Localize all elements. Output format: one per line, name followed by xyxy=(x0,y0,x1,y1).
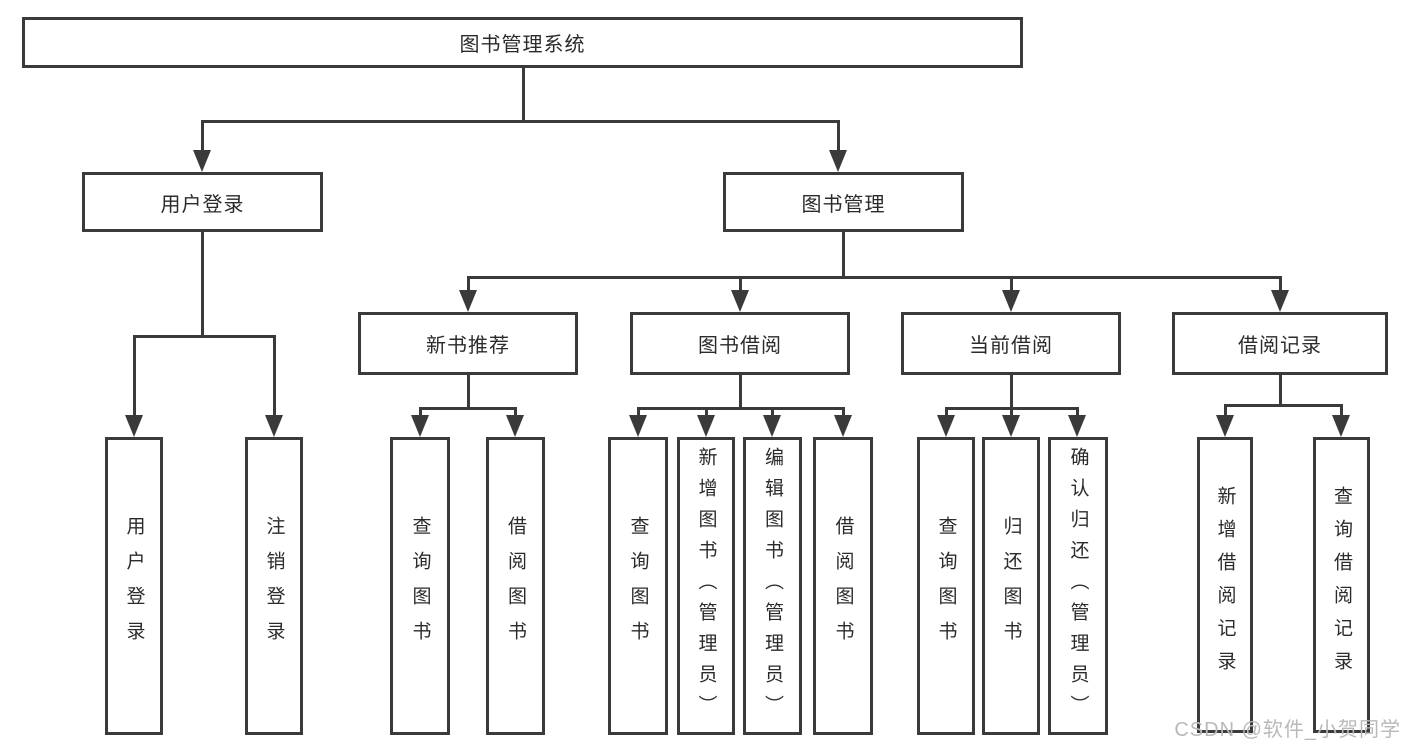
node-label: 图书借阅 xyxy=(698,335,782,357)
arrowhead-down-icon xyxy=(829,150,847,172)
arrowhead-down-icon xyxy=(125,415,143,437)
connector-line xyxy=(1010,276,1013,292)
connector-line xyxy=(1010,375,1013,408)
connector-line xyxy=(1224,404,1343,407)
arrowhead-down-icon xyxy=(459,290,477,312)
node-label: 新书推荐 xyxy=(426,335,510,357)
node-label: 图书管理系统 xyxy=(459,34,586,56)
connector-line xyxy=(201,120,840,123)
leaf-label: 查询图书 xyxy=(409,516,431,656)
node-book-management: 图书管理 xyxy=(723,172,964,232)
connector-line xyxy=(842,407,845,417)
connector-line xyxy=(133,335,136,417)
leaf-label: 注销登录 xyxy=(263,516,285,656)
node-current-borrowing: 当前借阅 xyxy=(901,312,1121,375)
connector-line xyxy=(1076,407,1079,417)
node-label: 当前借阅 xyxy=(969,335,1053,357)
connector-line xyxy=(201,232,204,335)
node-borrowing-records: 借阅记录 xyxy=(1172,312,1388,375)
leaf-logout: 注销登录 xyxy=(245,437,303,735)
connector-line xyxy=(842,232,845,276)
leaf-label: 用户登录 xyxy=(123,516,145,656)
node-book-borrowing: 图书借阅 xyxy=(630,312,850,375)
node-new-book-recommendation: 新书推荐 xyxy=(358,312,578,375)
connector-line xyxy=(419,407,422,417)
arrowhead-down-icon xyxy=(629,415,647,437)
connector-line xyxy=(419,407,517,410)
arrowhead-down-icon xyxy=(697,415,715,437)
leaf-confirm-return-admin: 确认归还（管理员） xyxy=(1048,437,1108,735)
arrowhead-down-icon xyxy=(506,415,524,437)
node-user-login: 用户登录 xyxy=(82,172,323,232)
connector-line xyxy=(637,407,640,417)
leaf-label: 借阅图书 xyxy=(832,516,854,656)
connector-line xyxy=(514,407,517,417)
csdn-watermark: CSDN @软件_小贺同学 xyxy=(1174,719,1401,741)
leaf-label: 查询图书 xyxy=(935,516,957,656)
connector-line xyxy=(637,407,845,410)
node-label: 用户登录 xyxy=(160,193,245,216)
leaf-label: 编辑图书（管理员） xyxy=(762,446,783,726)
connector-line xyxy=(739,276,742,292)
arrowhead-down-icon xyxy=(1002,290,1020,312)
connector-line xyxy=(1340,404,1343,417)
leaf-query-books-borrowing: 查询图书 xyxy=(608,437,668,735)
leaf-label: 新增借阅记录 xyxy=(1214,486,1236,684)
arrowhead-down-icon xyxy=(1271,290,1289,312)
connector-line xyxy=(945,407,948,417)
connector-line xyxy=(133,335,276,338)
leaf-borrow-books-borrowing: 借阅图书 xyxy=(813,437,873,735)
connector-line xyxy=(467,276,470,292)
leaf-borrow-books-recommend: 借阅图书 xyxy=(486,437,545,735)
leaf-return-books: 归还图书 xyxy=(982,437,1040,735)
connector-line xyxy=(273,335,276,417)
arrowhead-down-icon xyxy=(1068,415,1086,437)
connector-line xyxy=(771,407,774,417)
connector-line xyxy=(522,68,525,120)
leaf-add-books-admin: 新增图书（管理员） xyxy=(677,437,735,735)
connector-line xyxy=(467,276,1282,279)
connector-line xyxy=(467,375,470,408)
leaf-user-login: 用户登录 xyxy=(105,437,163,735)
connector-line xyxy=(1010,407,1013,417)
leaf-label: 查询图书 xyxy=(627,516,649,656)
leaf-label: 归还图书 xyxy=(1000,516,1022,656)
arrowhead-down-icon xyxy=(1002,415,1020,437)
connector-line xyxy=(1279,375,1282,406)
leaf-label: 借阅图书 xyxy=(505,516,526,656)
arrowhead-down-icon xyxy=(937,415,955,437)
connector-line xyxy=(739,375,742,408)
leaf-add-borrow-record: 新增借阅记录 xyxy=(1197,437,1253,733)
node-label: 图书管理 xyxy=(801,193,886,216)
arrowhead-down-icon xyxy=(1216,415,1234,437)
connector-line xyxy=(837,120,840,152)
leaf-query-borrow-record: 查询借阅记录 xyxy=(1313,437,1370,733)
leaf-label: 新增图书（管理员） xyxy=(695,446,717,726)
node-library-management-system: 图书管理系统 xyxy=(22,17,1023,68)
connector-line xyxy=(1224,404,1227,417)
leaf-label: 查询借阅记录 xyxy=(1331,486,1352,684)
arrowhead-down-icon xyxy=(731,290,749,312)
arrowhead-down-icon xyxy=(834,415,852,437)
connector-line xyxy=(201,120,204,152)
arrowhead-down-icon xyxy=(763,415,781,437)
leaf-edit-books-admin: 编辑图书（管理员） xyxy=(743,437,802,735)
leaf-query-books-current: 查询图书 xyxy=(917,437,975,735)
arrowhead-down-icon xyxy=(193,150,211,172)
connector-line xyxy=(705,407,708,417)
node-label: 借阅记录 xyxy=(1238,335,1322,357)
arrowhead-down-icon xyxy=(1332,415,1350,437)
arrowhead-down-icon xyxy=(265,415,283,437)
leaf-query-books-recommend: 查询图书 xyxy=(390,437,450,735)
leaf-label: 确认归还（管理员） xyxy=(1067,446,1089,726)
arrowhead-down-icon xyxy=(411,415,429,437)
connector-line xyxy=(1279,276,1282,292)
